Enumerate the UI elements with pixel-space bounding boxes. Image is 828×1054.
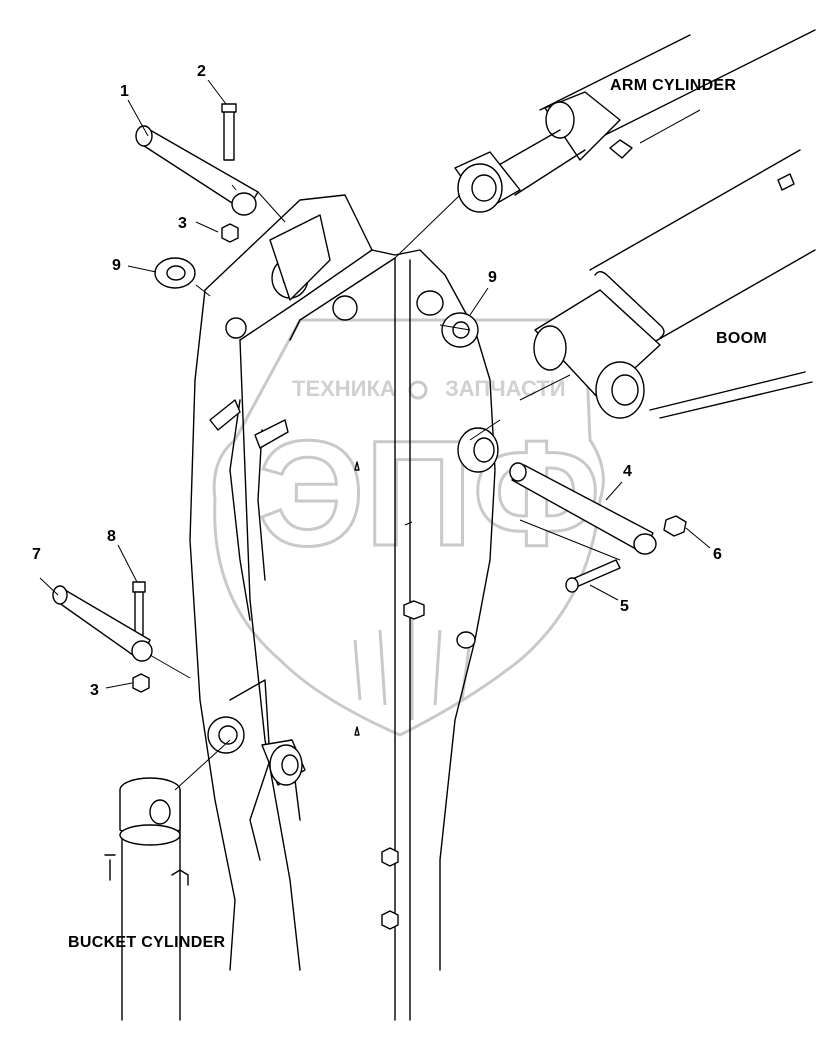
part-bolt-8 — [132, 581, 146, 636]
watermark-right-text: ЗАПЧАСТИ — [445, 376, 566, 401]
callout-9-left: 9 — [112, 257, 121, 274]
label-boom: BOOM — [716, 330, 767, 347]
watermark-gear-icon — [408, 380, 428, 400]
label-bucket-cylinder: BUCKET CYLINDER — [68, 934, 226, 951]
watermark-wheat-icon — [353, 600, 472, 720]
part-pin-4 — [509, 462, 657, 555]
part-bolt-5 — [565, 559, 621, 593]
part-pin-1 — [135, 125, 259, 216]
part-bolt-2 — [221, 103, 237, 161]
component-labels: ARM CYLINDER BOOM BUCKET CYLINDER — [68, 77, 767, 951]
part-pin-7 — [52, 585, 153, 662]
part-nut-3-bottom — [132, 673, 150, 693]
bucket-cylinder — [104, 777, 189, 1021]
callout-8: 8 — [107, 528, 116, 545]
callouts: 1 2 3 9 9 4 6 5 8 7 3 — [32, 63, 722, 699]
callout-9-right: 9 — [488, 269, 497, 286]
watermark-left-text: ТЕХНИКА — [292, 376, 396, 401]
part-nut-6 — [663, 515, 687, 537]
watermark: ТЕХНИКА ЗАПЧАСТИ ЭПФ — [212, 318, 605, 737]
callout-1: 1 — [120, 83, 129, 100]
callout-3-bottom: 3 — [90, 682, 99, 699]
callout-2: 2 — [197, 63, 206, 80]
callout-5: 5 — [620, 598, 629, 615]
part-nut-3-top — [221, 223, 239, 243]
callout-3-top: 3 — [178, 215, 187, 232]
callout-6: 6 — [713, 546, 722, 563]
leader-lines — [39, 79, 711, 791]
arm-body — [189, 194, 499, 1021]
arm-cylinder — [454, 29, 816, 213]
watermark-shield — [212, 318, 605, 737]
boom — [533, 149, 816, 419]
part-washer-9-right — [441, 312, 479, 348]
label-arm-cylinder: ARM CYLINDER — [610, 77, 736, 94]
callout-4: 4 — [623, 463, 632, 480]
part-washer-9-left — [154, 257, 196, 289]
callout-7: 7 — [32, 546, 41, 563]
